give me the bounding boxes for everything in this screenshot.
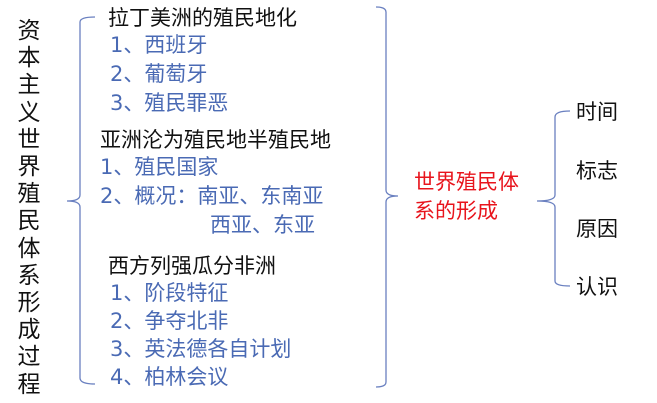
section-heading-asia: 亚洲沦为殖民地半殖民地 <box>100 128 331 152</box>
list-item: 2、概况：南亚、东南亚 <box>100 184 324 208</box>
aspect-symbol: 标志 <box>576 159 618 183</box>
center-node-line2: 系的形成 <box>414 199 498 223</box>
list-item: 3、殖民罪恶 <box>110 91 229 115</box>
list-item: 西亚、东亚 <box>210 213 315 237</box>
list-item: 1、殖民国家 <box>100 155 219 179</box>
diagram-title: 资本主义世界殖民体系形成过程 <box>17 18 41 398</box>
aspect-understanding: 认识 <box>576 275 618 299</box>
list-item: 3、英法德各自计划 <box>110 337 292 361</box>
list-item: 1、阶段特征 <box>110 281 229 305</box>
list-item: 4、柏林会议 <box>110 365 229 389</box>
list-item: 2、争夺北非 <box>110 309 229 333</box>
list-item: 2、葡萄牙 <box>110 62 208 86</box>
aspect-time: 时间 <box>576 100 618 124</box>
section-heading-africa: 西方列强瓜分非洲 <box>108 254 276 278</box>
list-item: 1、西班牙 <box>110 33 208 57</box>
aspect-cause: 原因 <box>576 217 618 241</box>
center-node-line1: 世界殖民体 <box>414 170 519 194</box>
section-heading-latin-america: 拉丁美洲的殖民地化 <box>108 6 297 30</box>
